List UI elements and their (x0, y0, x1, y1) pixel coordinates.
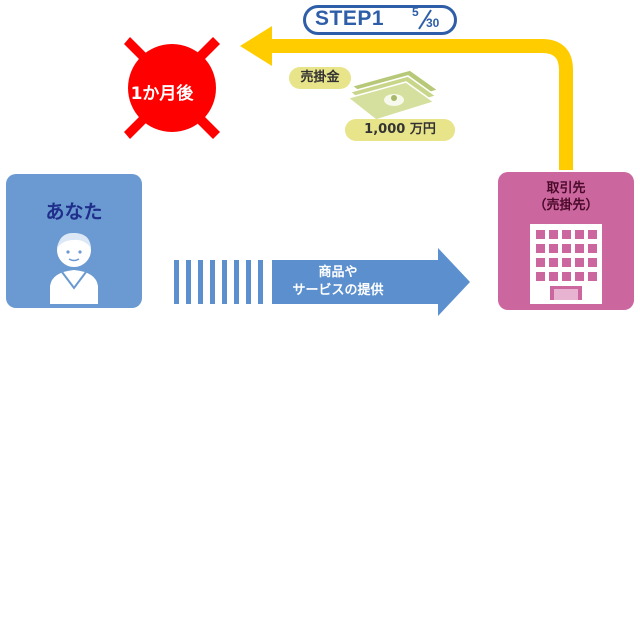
client-label-line2: （売掛先） (533, 198, 599, 213)
goods-label-line1: 商品や (318, 265, 358, 280)
goods-label-line2: サービスの提供 (292, 283, 384, 298)
date-numerator: 5 (412, 5, 419, 19)
date-slash (418, 9, 432, 30)
step-badge (303, 5, 457, 35)
person-icon (50, 232, 98, 304)
date-denominator: 30 (426, 16, 440, 30)
office-building-icon (530, 224, 602, 304)
banknote-stack-icon (346, 69, 440, 120)
receivable-amount: 1,000 万円 (345, 119, 455, 141)
receivable-label: 売掛金 (289, 67, 351, 89)
after-one-month-label: 1か月後 (130, 84, 194, 104)
client-label-line1: 取引先 (546, 181, 586, 196)
step-label: STEP1 (315, 7, 385, 30)
starburst-icon (124, 37, 220, 139)
you-label: あなた (45, 201, 103, 223)
